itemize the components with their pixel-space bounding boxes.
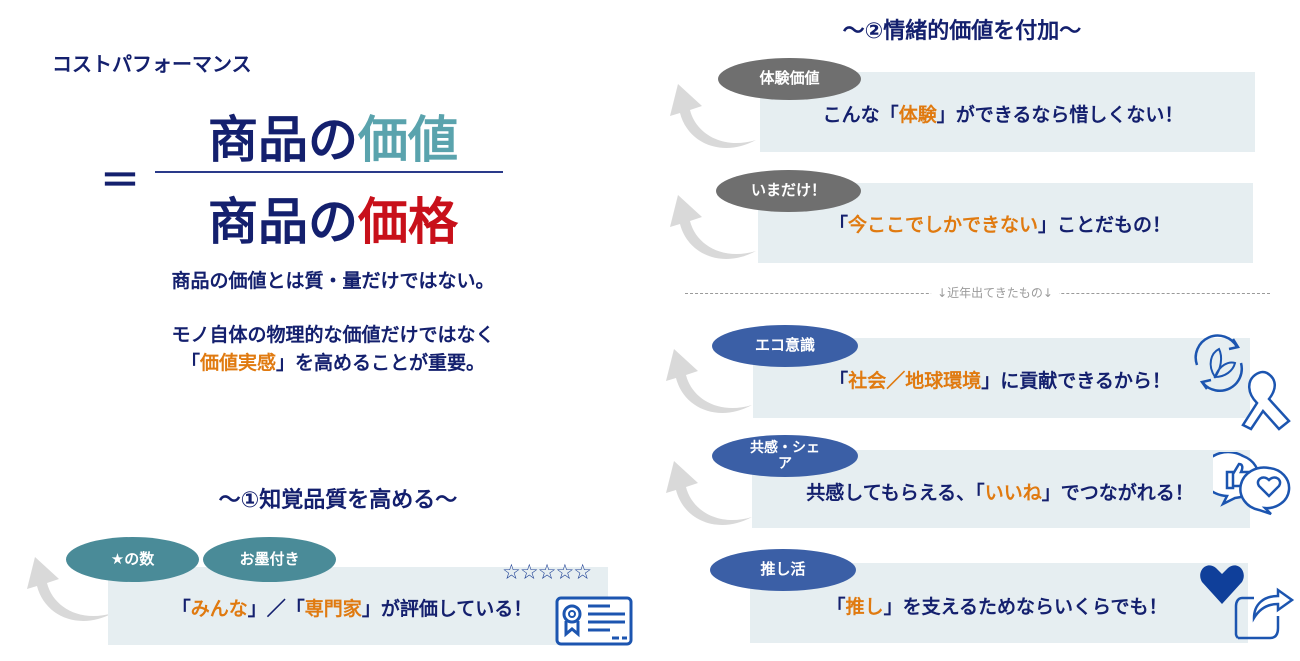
note3-open: 「 [180, 352, 200, 374]
pill-star-count: ★の数 [66, 537, 199, 582]
pill-oshi-katsu: 推し活 [710, 549, 856, 591]
msg-part: 」ことだもの！ [1038, 214, 1172, 236]
denominator-prefix: 商品の [208, 193, 358, 251]
msg-part: 」に貢献できるから！ [981, 370, 1171, 392]
section-title-emotional-value: ～②情緒的価値を付加～ [842, 19, 1082, 44]
note-line-3: 「価値実感」を高めることが重要。 [181, 348, 485, 375]
empathy-message: 共感してもらえる、「いいね」でつながれる！ [806, 478, 1193, 505]
msg-highlight: 今ここでしかできない [847, 214, 1039, 236]
heart-share-icon [1200, 565, 1295, 640]
fraction-line [155, 171, 503, 173]
msg-part: 共感してもらえる、「 [806, 482, 985, 504]
msg-part: こんな「 [822, 104, 899, 126]
pill-experience-value: 体験価値 [718, 58, 861, 100]
note-line-1: 商品の価値とは質・量だけではない。 [171, 270, 495, 292]
like-heart-chat-icon [1213, 452, 1291, 516]
note3-rest: 」を高めることが重要。 [276, 352, 486, 374]
note-line-2: モノ自体の物理的な価値だけではなく [171, 324, 495, 346]
msg-part: 」でつながれる！ [1041, 482, 1194, 504]
divider-label: ↓近年出てきたもの↓ [931, 284, 1059, 301]
five-stars-icon: ☆☆☆☆☆ [502, 560, 592, 584]
quality-box [108, 567, 608, 645]
msg-part: 「 [829, 370, 849, 392]
msg-highlight: 推し [845, 596, 884, 618]
fraction-numerator: 商品の価値 [208, 100, 458, 172]
msg-part: 」が評価している！ [361, 598, 533, 620]
denominator-highlight: 価格 [358, 193, 458, 251]
numerator-highlight: 価値 [358, 111, 458, 169]
experience-message: こんな「体験」ができるなら惜しくない！ [823, 100, 1184, 127]
limited-time-message: 「今ここでしかできない」ことだもの！ [829, 210, 1171, 237]
section-title-perceived-quality: ～①知覚品質を高める～ [218, 488, 458, 513]
msg-highlight: 社会／地球環境 [848, 370, 982, 392]
msg-highlight: いいね [984, 482, 1042, 504]
quality-message: 「みんな」／「専門家」が評価している！ [172, 594, 533, 621]
msg-highlight: 体験 [898, 104, 937, 126]
msg-highlight: みんな [190, 598, 248, 620]
note3-highlight: 価値実感 [199, 352, 277, 374]
msg-part: 「 [826, 596, 846, 618]
numerator-prefix: 商品の [208, 111, 358, 169]
equals-sign: ＝ [100, 158, 140, 204]
pill-empathy-share: 共感・シェア [712, 435, 858, 477]
oshi-message: 「推し」を支えるためならいくらでも！ [827, 592, 1168, 619]
certificate-icon [555, 596, 633, 646]
cost-performance-heading: コストパフォーマンス [52, 52, 252, 76]
msg-part: 」ができるなら惜しくない！ [936, 104, 1184, 126]
pill-endorsement: お墨付き [203, 537, 336, 582]
msg-part: 」／「 [247, 598, 305, 620]
eco-recycle-ribbon-icon [1194, 334, 1291, 431]
msg-highlight: 専門家 [304, 598, 362, 620]
msg-part: 「 [828, 214, 848, 236]
msg-part: 「 [171, 598, 191, 620]
pill-limited-time: いまだけ！ [716, 170, 861, 212]
pill-eco-awareness: エコ意識 [712, 325, 858, 367]
eco-message: 「社会／地球環境」に貢献できるから！ [829, 366, 1171, 393]
fraction-denominator: 商品の価格 [208, 182, 458, 254]
msg-part: 」を支えるためならいくらでも！ [883, 596, 1168, 618]
